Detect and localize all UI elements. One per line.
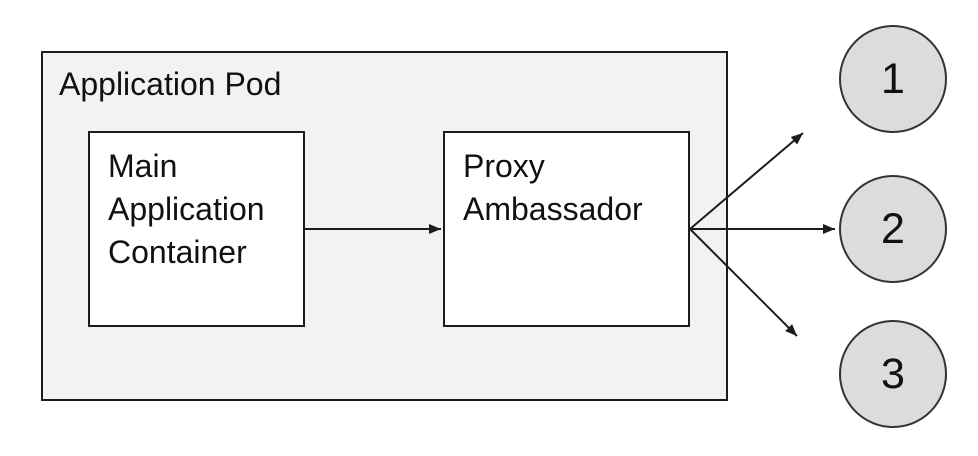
node-main-application-container-label: Main Application Container (108, 148, 265, 271)
endpoint-circle-1-label: 1 (881, 54, 905, 103)
endpoint-circle-3: 3 (839, 320, 947, 428)
node-main-application-container: Main Application Container (88, 131, 305, 327)
node-proxy-ambassador: Proxy Ambassador (443, 131, 690, 327)
application-pod-label: Application Pod (59, 66, 282, 102)
node-proxy-ambassador-label: Proxy Ambassador (463, 148, 643, 228)
endpoint-circle-2: 2 (839, 175, 947, 283)
endpoint-circle-1: 1 (839, 25, 947, 133)
application-pod: Application Pod Main Application Contain… (41, 51, 728, 401)
endpoint-circle-3-label: 3 (881, 349, 905, 398)
endpoint-circle-2-label: 2 (881, 204, 905, 253)
